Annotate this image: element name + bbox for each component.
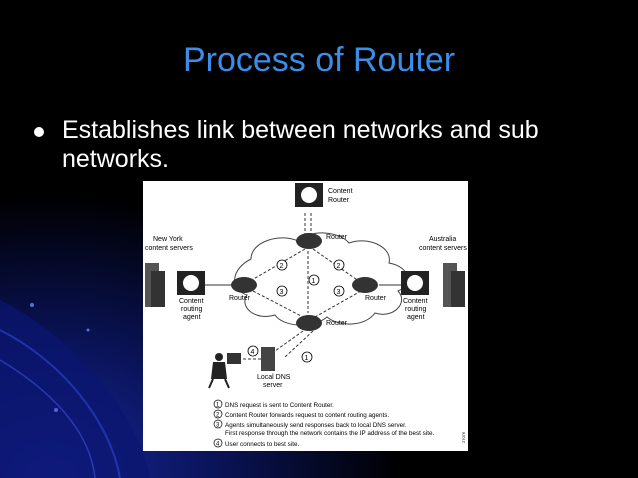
router-bottom-label: Router	[326, 320, 348, 327]
svg-text:1: 1	[305, 355, 309, 362]
marker-4: 4	[247, 345, 259, 357]
marker-1-bottom: 1	[301, 351, 313, 363]
user-head-icon	[215, 353, 223, 361]
australia-label-1: Australia	[429, 236, 456, 243]
bullet-text: Establishes link between networks and su…	[62, 116, 539, 173]
router-top-icon	[296, 233, 322, 249]
router-right-icon	[352, 277, 378, 293]
legend-text-2: Content Router forwards request to conte…	[225, 412, 389, 419]
agent-left-label-3: agent	[183, 314, 201, 321]
diagram-svg: Content Router Router Router Router Rout…	[145, 183, 467, 448]
router-left-label: Router	[229, 295, 251, 302]
agent-left-label-2: routing	[181, 306, 203, 313]
legend-item-2: 2 Content Router forwards request to con…	[213, 409, 389, 419]
legend-text-1: DNS request is sent to Content Router.	[225, 402, 334, 409]
link-bottom-dns-2	[284, 330, 314, 358]
network-cloud	[234, 232, 409, 326]
new-york-label-1: New York	[153, 236, 183, 243]
agent-left-icon	[183, 275, 199, 291]
local-dns-server-icon	[261, 347, 275, 371]
marker-2-right: 2	[333, 259, 345, 271]
content-router-icon	[301, 187, 317, 203]
svg-text:1: 1	[216, 403, 220, 409]
marker-2-left: 2	[276, 259, 288, 271]
svg-text:2: 2	[280, 263, 284, 270]
australia-label-2: content servers	[419, 245, 467, 252]
svg-text:3: 3	[280, 289, 284, 296]
legend-text-4: User connects to best site.	[225, 441, 299, 448]
user-leg-icon-2	[224, 378, 230, 389]
legend-item-4: 4 User connects to best site.	[213, 438, 299, 448]
router-process-diagram: Content Router Router Router Router Rout…	[143, 181, 468, 451]
link-right-bottom	[314, 290, 362, 318]
legend-text-3b: First response through the network conta…	[225, 430, 434, 437]
bullet-dot-icon	[34, 127, 44, 137]
legend-text-3: Agents simultaneously send responses bac…	[225, 422, 407, 429]
new-york-label-2: content servers	[145, 245, 193, 252]
workstation-icon	[227, 353, 241, 364]
svg-text:3: 3	[216, 423, 220, 429]
marker-1-top: 1	[308, 274, 320, 286]
marker-3-right: 3	[333, 285, 345, 297]
user-body-icon	[211, 362, 227, 379]
australia-servers-icon-2	[451, 271, 465, 307]
router-left-icon	[231, 277, 257, 293]
slide-title: Process of Router	[182, 41, 456, 79]
agent-right-label-1: Content	[403, 298, 428, 305]
content-router-label-1: Content	[328, 188, 353, 195]
link-top-left	[244, 248, 306, 285]
svg-text:2: 2	[337, 263, 341, 270]
svg-text:2: 2	[216, 413, 220, 419]
marker-3-left: 3	[276, 285, 288, 297]
local-dns-label-2: server	[263, 382, 283, 389]
agent-left-label-1: Content	[179, 298, 204, 305]
agent-right-label-2: routing	[405, 306, 427, 313]
legend: 1 DNS request is sent to Content Router.…	[213, 399, 434, 448]
legend-item-1: 1 DNS request is sent to Content Router.	[213, 399, 334, 409]
router-bottom-icon	[296, 315, 322, 331]
router-right-label: Router	[365, 295, 387, 302]
new-york-servers-icon-2	[151, 271, 165, 307]
agent-right-icon	[407, 275, 423, 291]
link-bottom-dns	[274, 330, 304, 352]
agent-right-label-3: agent	[407, 314, 425, 321]
link-left-bottom	[252, 290, 304, 318]
legend-item-3: 3 Agents simultaneously send responses b…	[213, 419, 434, 437]
svg-text:3: 3	[337, 289, 341, 296]
content-router-label-2: Router	[328, 197, 350, 204]
svg-text:4: 4	[251, 349, 255, 356]
local-dns-label-1: Local DNS	[257, 374, 291, 381]
svg-text:4: 4	[216, 442, 220, 448]
diagram-code: 27076	[461, 431, 466, 443]
svg-text:1: 1	[312, 278, 316, 285]
user-leg-icon	[208, 378, 214, 389]
router-top-label: Router	[326, 234, 348, 241]
